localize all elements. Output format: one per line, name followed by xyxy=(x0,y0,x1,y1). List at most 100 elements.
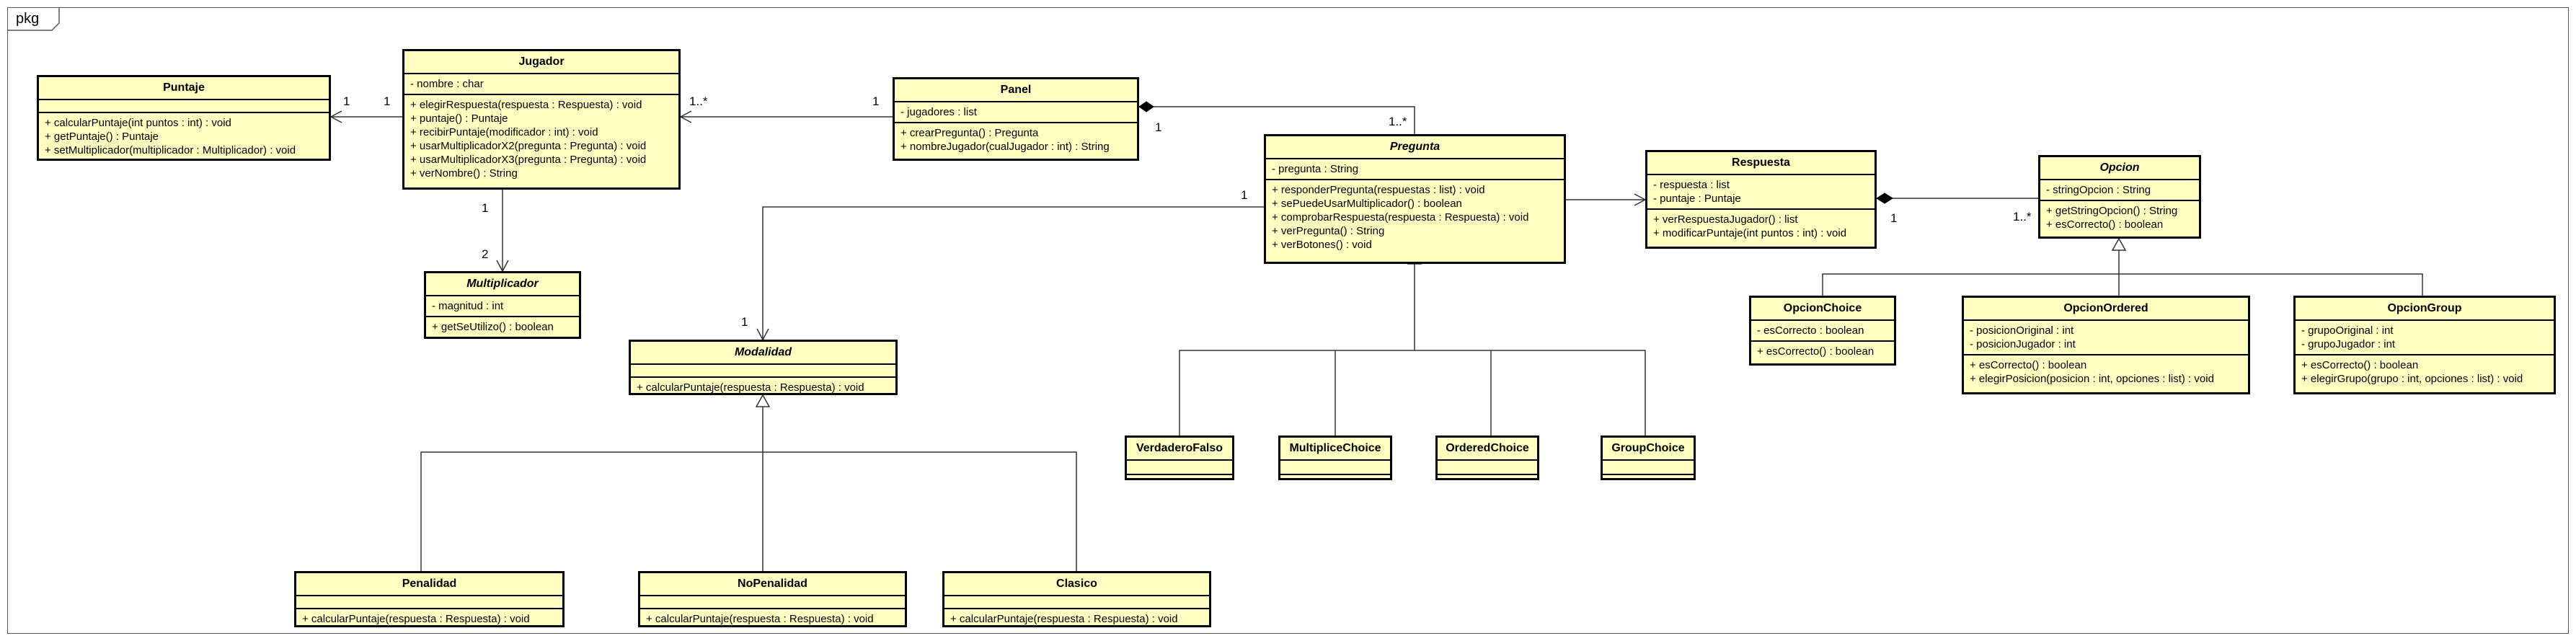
mult-label: 1 xyxy=(482,201,488,215)
operation: + usarMultiplicadorX3(pregunta : Pregunt… xyxy=(410,154,647,166)
arrowhead-jugador xyxy=(679,110,692,123)
class-multiplicechoice[interactable]: MultipliceChoice xyxy=(1278,436,1392,480)
attributes-section xyxy=(631,365,895,378)
mult-label: 1 xyxy=(1241,188,1247,202)
operation: + comprobarRespuesta(respuesta : Respues… xyxy=(1272,211,1529,224)
mult-label: 1 xyxy=(1155,120,1161,134)
operation: + esCorrecto() : boolean xyxy=(2046,218,2164,231)
attributes-section: - esCorrecto : boolean xyxy=(1751,321,1894,342)
class-name: Respuesta xyxy=(1647,152,1875,175)
class-name: GroupChoice xyxy=(1603,438,1694,461)
attribute: - grupoOriginal : int xyxy=(2301,324,2394,337)
class-verdaderofalso[interactable]: VerdaderoFalso xyxy=(1125,436,1234,480)
operation: + esCorrecto() : boolean xyxy=(2301,359,2419,371)
operation: + setMultiplicador(multiplicador : Multi… xyxy=(45,144,296,156)
operations-section: + responderPregunta(respuestas : list) :… xyxy=(1266,180,1564,255)
operation: + nombreJugador(cualJugador : int) : Str… xyxy=(900,141,1110,153)
attributes-section: - magnitud : int xyxy=(426,296,579,317)
operation: + esCorrecto() : boolean xyxy=(1757,345,1875,358)
attributes-section xyxy=(39,100,329,113)
empty-section xyxy=(1127,475,1232,478)
operations-section: + esCorrecto() : boolean xyxy=(1751,342,1894,361)
operations-section: + calcularPuntaje(respuesta : Respuesta)… xyxy=(631,378,895,394)
gen-triangle-modalidad xyxy=(755,394,771,407)
class-groupchoice[interactable]: GroupChoice xyxy=(1601,436,1696,480)
operation: + recibirPuntaje(modificador : int) : vo… xyxy=(410,126,598,138)
class-name: VerdaderoFalso xyxy=(1127,438,1232,461)
attributes-section xyxy=(296,596,562,609)
class-penalidad[interactable]: Penalidad+ calcularPuntaje(respuesta : R… xyxy=(294,571,565,627)
class-modalidad[interactable]: Modalidad+ calcularPuntaje(respuesta : R… xyxy=(629,340,898,395)
operations-section: + esCorrecto() : boolean+ elegirGrupo(gr… xyxy=(2296,355,2554,389)
operations-section: + calcularPuntaje(respuesta : Respuesta)… xyxy=(944,609,1209,625)
operations-section: + calcularPuntaje(respuesta : Respuesta)… xyxy=(640,609,905,625)
operation: + verNombre() : String xyxy=(410,167,518,180)
gen-triangle-opcion xyxy=(2111,237,2127,251)
diamond-panel xyxy=(1138,101,1154,112)
operation: + verPregunta() : String xyxy=(1272,225,1385,237)
class-opcionordered[interactable]: OpcionOrdered- posicionOriginal : int- p… xyxy=(1962,296,2250,394)
operation: + puntaje() : Puntaje xyxy=(410,112,508,125)
operation: + elegirRespuesta(respuesta : Respuesta)… xyxy=(410,99,642,111)
attribute: - magnitud : int xyxy=(432,300,504,312)
class-respuesta[interactable]: Respuesta - respuesta : list - puntaje : P… xyxy=(1645,150,1877,249)
class-pregunta[interactable]: Pregunta- pregunta : String+ responderPr… xyxy=(1264,134,1566,264)
operation: + modificarPuntaje(int puntos : int) : v… xyxy=(1653,227,1847,239)
attribute: - esCorrecto : boolean xyxy=(1757,324,1864,337)
class-opcionchoice[interactable]: OpcionChoice- esCorrecto : boolean+ esCo… xyxy=(1749,296,1896,366)
attribute: - respuesta : list xyxy=(1653,179,1730,191)
attributes-section: - nombre : char xyxy=(404,74,678,95)
mult-label: 2 xyxy=(482,247,488,261)
diamond-respuesta xyxy=(1876,193,1893,204)
class-name: NoPenalidad xyxy=(640,573,905,596)
class-opciongroup[interactable]: OpcionGroup- grupoOriginal : int- grupoJ… xyxy=(2293,296,2556,394)
empty-section xyxy=(1603,475,1694,478)
operations-section: + esCorrecto() : boolean+ elegirPosicion… xyxy=(1964,355,2248,389)
class-jugador[interactable]: Jugador - nombre : char + elegirRespuesta(… xyxy=(402,49,681,190)
empty-section xyxy=(1280,461,1390,475)
operations-section: + verRespuestaJugador() : list+ modifica… xyxy=(1647,210,1875,243)
operation: + elegirPosicion(posicion : int, opcione… xyxy=(1970,373,2214,385)
operation: + sePuedeUsarMultiplicador() : boolean xyxy=(1272,198,1462,210)
class-puntaje[interactable]: Puntaje+ calcularPuntaje(int puntos : in… xyxy=(37,75,331,161)
operation: + verBotones() : void xyxy=(1272,239,1372,251)
class-name: OrderedChoice xyxy=(1438,438,1537,461)
attributes-section xyxy=(944,596,1209,609)
mult-label: 1 xyxy=(1890,211,1897,225)
attributes-section: - grupoOriginal : int- grupoJugador : in… xyxy=(2296,321,2554,355)
operation: + calcularPuntaje(respuesta : Respuesta)… xyxy=(637,381,864,394)
class-name: OpcionOrdered xyxy=(1964,298,2248,321)
class-name: Puntaje xyxy=(39,77,329,100)
attribute: - jugadores : list xyxy=(900,106,977,118)
operation: + calcularPuntaje(respuesta : Respuesta)… xyxy=(302,613,530,625)
operations-section: + getSeUtilizo() : boolean xyxy=(426,317,579,337)
mult-label: 1 xyxy=(741,315,748,329)
mult-label: 1..* xyxy=(2013,210,2032,224)
class-panel[interactable]: Panel- jugadores : list+ crearPregunta()… xyxy=(893,77,1139,161)
empty-section xyxy=(1127,461,1232,475)
package-tab-outline xyxy=(7,7,60,31)
operations-section: + getStringOpcion() : String+ esCorrecto… xyxy=(2040,201,2199,234)
gen-opcion-bus xyxy=(1822,273,2423,296)
class-opcion[interactable]: Opcion- stringOpcion : String+ getString… xyxy=(2038,155,2201,239)
class-name: OpcionGroup xyxy=(2296,298,2554,321)
mult-label: 1 xyxy=(872,94,879,108)
class-name: Jugador xyxy=(404,51,678,74)
arrowhead-puntaje xyxy=(329,110,342,123)
attribute: - nombre : char xyxy=(410,78,484,90)
mult-label: 1 xyxy=(384,94,390,108)
class-nopenalidad[interactable]: NoPenalidad + calcularPuntaje(respuesta :… xyxy=(638,571,907,627)
attributes-section: - stringOpcion : String xyxy=(2040,180,2199,201)
attribute: - puntaje : Puntaje xyxy=(1653,193,1741,205)
operation: + responderPregunta(respuestas : list) :… xyxy=(1272,184,1485,196)
class-multiplicador[interactable]: Multiplicador - magnitud : int + getSeUtil… xyxy=(424,271,581,339)
class-name: Multiplicador xyxy=(426,273,579,296)
comp-panel-pregunta xyxy=(1139,106,1415,134)
class-orderedchoice[interactable]: OrderedChoice xyxy=(1435,436,1539,480)
class-clasico[interactable]: Clasico+ calcularPuntaje(respuesta : Res… xyxy=(942,571,1211,627)
attributes-section xyxy=(640,596,905,609)
class-name: Pregunta xyxy=(1266,136,1564,159)
operation: + calcularPuntaje(respuesta : Respuesta)… xyxy=(646,613,874,625)
attributes-section: - respuesta : list - puntaje : Puntaje xyxy=(1647,175,1875,210)
